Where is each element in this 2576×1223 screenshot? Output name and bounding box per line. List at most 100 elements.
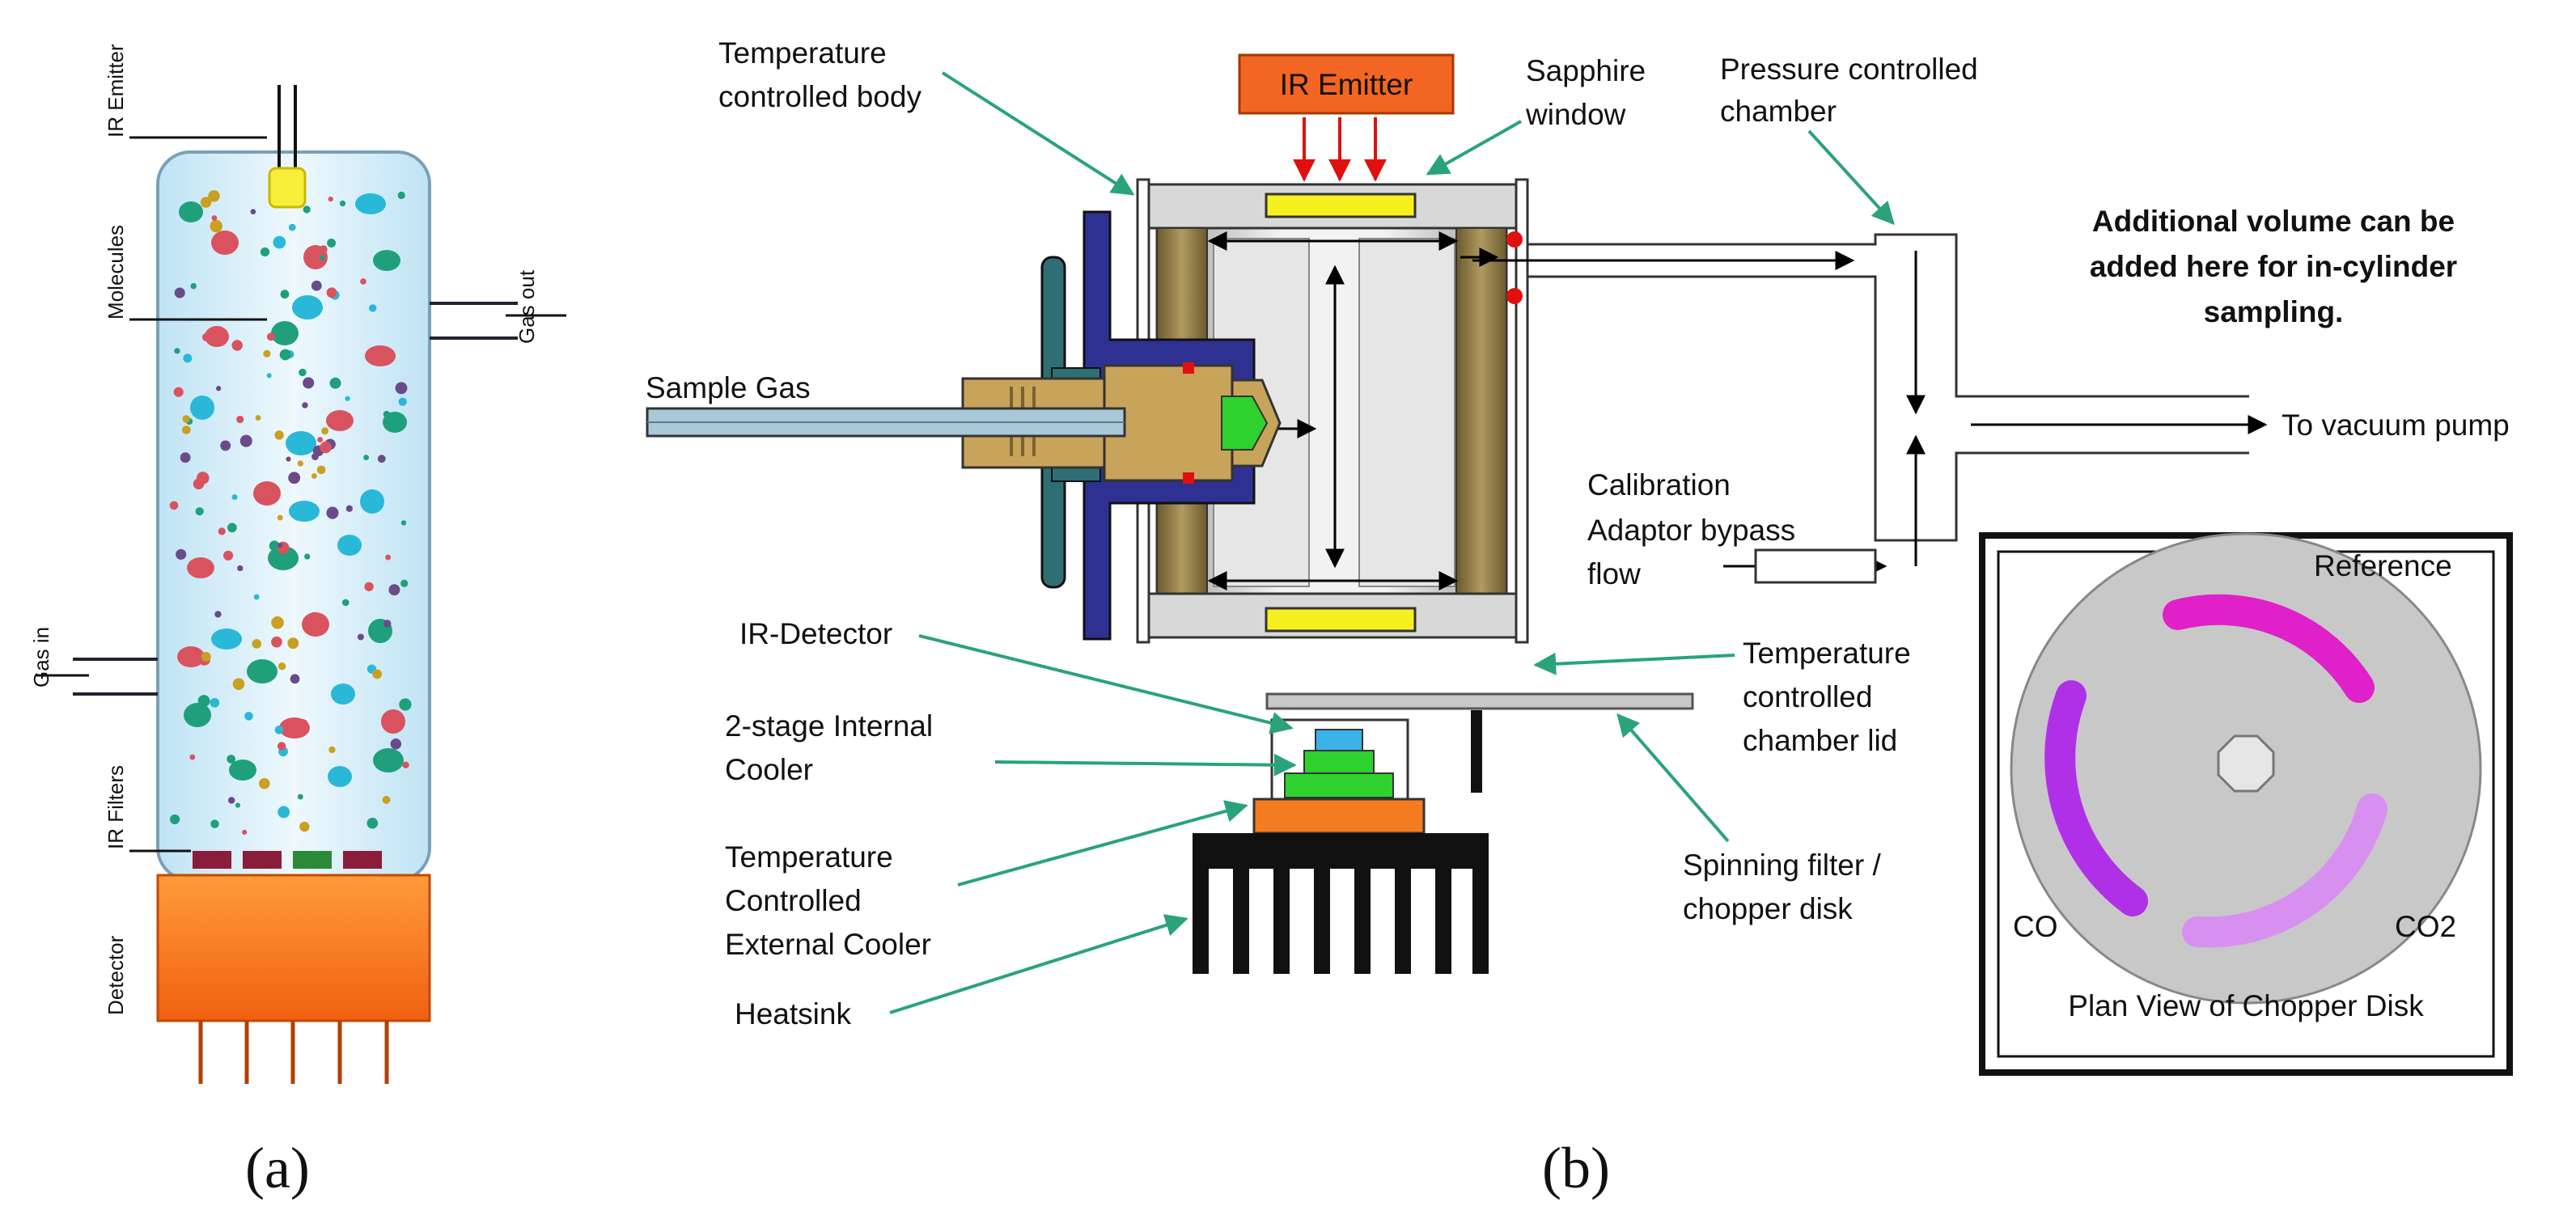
- molecule-dot: [299, 368, 307, 377]
- molecule-dot: [195, 507, 204, 516]
- molecule-dot: [360, 489, 384, 514]
- molecule-dot: [345, 396, 350, 401]
- molecule-dot: [288, 549, 294, 556]
- molecule-dot: [326, 506, 339, 519]
- green-ferrule: [1221, 396, 1269, 451]
- molecule-dot: [227, 523, 237, 533]
- label-ir-emitter-box: IR Emitter: [1280, 68, 1413, 101]
- molecule-dot: [266, 373, 272, 379]
- ir-detector-chip: [1315, 729, 1363, 751]
- molecule-dot: [190, 282, 197, 290]
- internal-flow-arrows: [1207, 231, 1499, 590]
- label-ext-1: Temperature: [725, 840, 893, 874]
- molecule-dot: [176, 548, 187, 560]
- molecule-dot: [169, 814, 180, 825]
- molecule-dot: [377, 455, 386, 463]
- molecule-dot: [382, 795, 391, 804]
- label-temp-body-2: controlled body: [718, 80, 922, 113]
- molecule-dot: [169, 501, 179, 510]
- molecule-dot: [279, 349, 291, 361]
- molecule-dot: [260, 247, 270, 257]
- sapphire-window: [1265, 193, 1417, 218]
- molecule-dot: [320, 441, 332, 454]
- label-gas-in: Gas in: [29, 627, 53, 688]
- label-spin-2: chopper disk: [1683, 892, 1853, 925]
- molecule-dot: [253, 594, 260, 600]
- calibration-adaptor: [1754, 548, 1877, 584]
- molecule-dot: [216, 386, 222, 391]
- caption-b: (b): [1542, 1136, 1610, 1200]
- molecule-dot: [278, 806, 290, 819]
- molecule-dot: [173, 387, 184, 397]
- label-ext-2: Controlled: [725, 884, 862, 917]
- molecule-dot: [321, 427, 329, 435]
- molecule-dot: [337, 535, 362, 556]
- molecule-dot: [297, 460, 303, 467]
- molecule-dot: [277, 742, 286, 751]
- molecule-dot: [244, 712, 253, 721]
- molecule-dot: [287, 637, 299, 650]
- molecule-dot: [247, 659, 278, 683]
- molecule-dot: [184, 703, 211, 727]
- molecule-dot: [183, 353, 193, 363]
- external-cooler: [1252, 798, 1426, 835]
- molecules-group: [169, 190, 412, 835]
- molecule-dot: [271, 616, 284, 629]
- caption-a: (a): [245, 1136, 310, 1200]
- molecule-dot: [235, 802, 240, 808]
- molecule-dot: [274, 726, 284, 734]
- molecule-dot: [182, 415, 190, 423]
- label-additional-1: Additional volume can be: [2092, 205, 2455, 238]
- heatsink: [1193, 833, 1489, 974]
- molecule-dot: [329, 377, 341, 389]
- molecule-dot: [369, 304, 377, 312]
- molecule-dot: [278, 543, 283, 548]
- molecule-dot: [231, 494, 238, 501]
- molecule-dot: [363, 455, 370, 460]
- molecule-dot: [211, 215, 218, 221]
- molecule-dot: [297, 793, 303, 800]
- molecule-dot: [210, 819, 219, 828]
- label-gas-out: Gas out: [515, 269, 539, 344]
- label-molecules: Molecules: [104, 225, 128, 320]
- molecule-dot: [255, 415, 261, 421]
- molecule-dot: [355, 193, 386, 214]
- molecule-dot: [174, 287, 185, 298]
- molecule-dot: [239, 434, 252, 447]
- molecule-dot: [328, 766, 352, 787]
- panel-b: IR Emitter: [646, 36, 2513, 1200]
- molecule-dot: [271, 321, 299, 345]
- molecule-dot: [286, 431, 316, 455]
- label-ext-3: External Cooler: [725, 928, 931, 961]
- molecule-dot: [259, 777, 270, 789]
- cooler-stage-2: [1284, 772, 1394, 798]
- label-cooler-2: Cooler: [725, 753, 813, 786]
- label-co2: CO2: [2395, 910, 2456, 943]
- molecule-dot: [190, 396, 214, 420]
- molecule-dot: [263, 349, 271, 358]
- label-calib-1: Calibration: [1587, 468, 1731, 501]
- molecule-dot: [227, 797, 235, 804]
- molecule-dot: [341, 599, 350, 607]
- panel-a: IR Emitter Molecules Gas out Gas in IR F…: [29, 44, 566, 1200]
- molecule-dot: [231, 340, 243, 351]
- co-filter-arc: [2044, 680, 2148, 916]
- chopper-disk-side: [1265, 692, 1694, 710]
- molecule-dot: [210, 697, 220, 708]
- molecule-dot: [177, 646, 205, 667]
- label-calib-3: flow: [1587, 557, 1641, 590]
- molecule-dot: [319, 245, 328, 254]
- molecule-dot: [193, 478, 205, 490]
- molecule-dot: [327, 239, 337, 248]
- molecule-dot: [269, 540, 280, 552]
- label-temp-body-1: Temperature: [718, 36, 887, 70]
- molecule-dot: [311, 473, 317, 479]
- label-pressure-1: Pressure controlled: [1720, 53, 1978, 86]
- label-sample-gas: Sample Gas: [646, 371, 811, 404]
- molecule-dot: [197, 400, 204, 407]
- molecule-dot: [290, 674, 300, 684]
- label-cooler-1: 2-stage Internal: [725, 709, 933, 743]
- molecule-dot: [302, 612, 329, 637]
- disk-hub: [2217, 734, 2275, 793]
